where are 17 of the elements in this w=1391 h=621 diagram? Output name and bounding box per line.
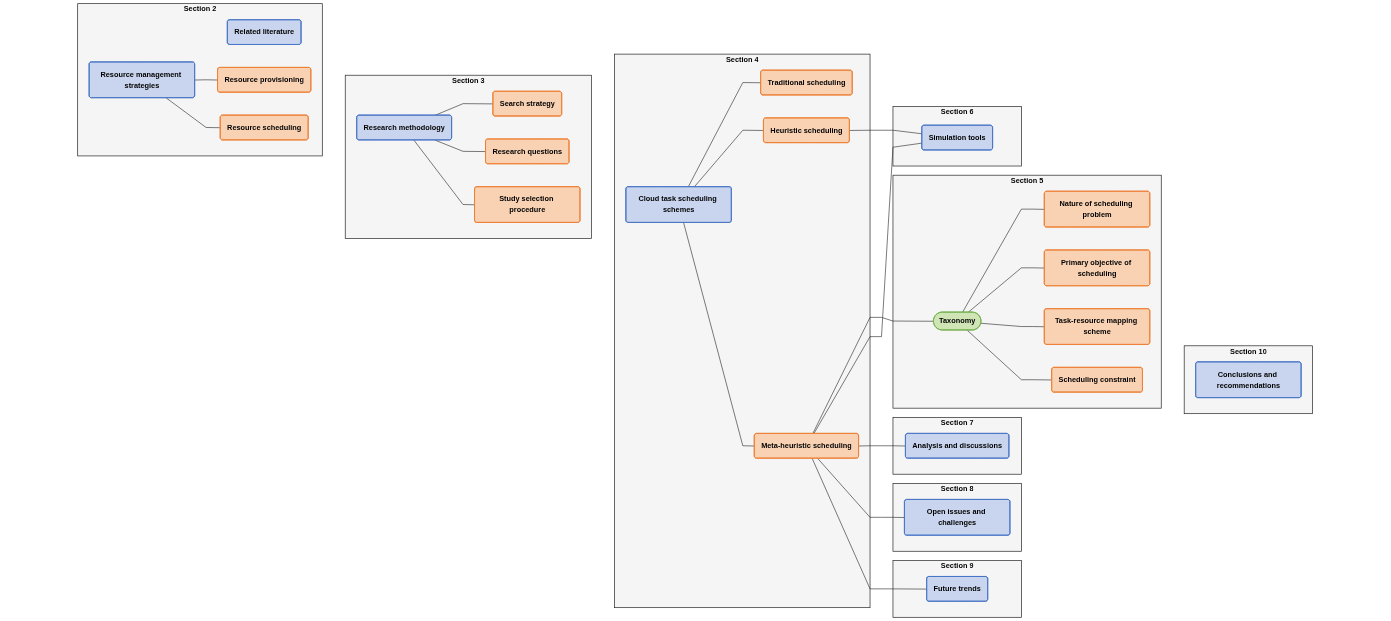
connector	[858, 445, 907, 447]
connector	[817, 458, 906, 518]
connector	[812, 458, 928, 590]
connector	[435, 139, 487, 152]
connector	[968, 267, 1046, 313]
connector	[683, 222, 756, 447]
connector	[849, 129, 923, 135]
connector	[967, 329, 1053, 381]
connector	[166, 97, 222, 129]
connector	[413, 139, 476, 206]
connector	[688, 82, 762, 188]
connector	[694, 129, 765, 188]
connector	[812, 317, 935, 434]
connector	[962, 208, 1046, 313]
connector	[435, 103, 494, 116]
connector	[981, 323, 1046, 328]
connector	[813, 142, 923, 434]
